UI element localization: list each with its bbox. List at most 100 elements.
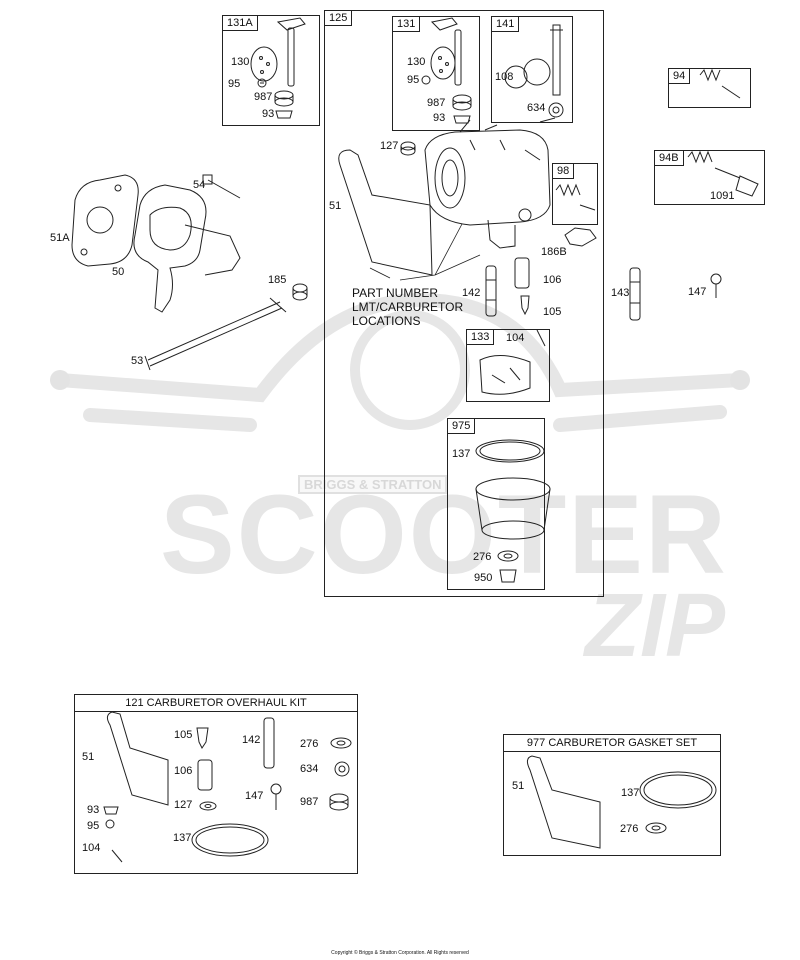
note-line-3: LOCATIONS [352,314,421,328]
kit121-pin-104 [111,849,123,863]
group-tag-94: 94 [668,68,691,84]
kit121-washer-276 [330,737,352,749]
throttle-shaft-131 [430,17,462,86]
plug-185 [292,283,308,301]
seal-987-a [274,90,294,107]
intake-manifold-50 [133,184,241,313]
label-95-b: 95 [407,74,420,86]
kit121-label-127: 127 [174,799,193,811]
part-number-note: PART NUMBER LMT/CARBURETOR LOCATIONS [352,286,463,328]
kit121-pin-106 [197,759,213,791]
washer-276 [497,550,519,562]
fitting-186B [564,227,597,247]
kit121-label-142: 142 [242,734,261,746]
group-box-98: 98 [552,163,598,225]
label-53: 53 [131,355,144,367]
label-185: 185 [268,274,287,286]
spring-screw-94B [687,150,759,197]
label-50: 50 [112,266,125,278]
bowl-nut-950 [499,569,517,583]
screw-93-a [275,110,293,119]
kit121-label-987: 987 [300,796,319,808]
group-tag-131: 131 [392,16,421,32]
kit977-box: 977 CARBURETOR GASKET SET [503,734,721,856]
note-line-1: PART NUMBER [352,286,439,300]
kit121-title: 121 CARBURETOR OVERHAUL KIT [75,695,357,712]
kit977-washer-276 [645,822,667,834]
group-box-141: 141 [491,16,573,123]
kit121-box: 121 CARBURETOR OVERHAUL KIT [74,694,358,874]
watermark-dot-right [730,370,750,390]
stud-53 [144,297,287,371]
spring-screw-94 [699,68,741,99]
kit121-seal-987 [329,793,349,811]
group-box-131A: 131A [222,15,320,126]
gasket-51A [71,174,139,267]
kit977-gasket-137 [639,771,717,809]
kit121-screw-147 [270,783,282,810]
label-1091: 1091 [710,190,735,202]
kit121-screw-93 [103,806,119,815]
kit121-label-93: 93 [87,804,100,816]
screw-54 [202,174,241,199]
label-108: 108 [495,71,514,83]
group-tag-141: 141 [491,16,520,32]
kit121-label-51: 51 [82,751,95,763]
kit977-label-51: 51 [512,780,525,792]
float-pin-106 [514,257,530,289]
label-143: 143 [611,287,630,299]
label-51: 51 [329,200,342,212]
kit121-label-106: 106 [174,765,193,777]
group-tag-975: 975 [447,418,476,434]
jet-143 [629,267,641,321]
group-tag-133: 133 [466,329,495,345]
kit121-label-105: 105 [174,729,193,741]
label-137: 137 [452,448,471,460]
label-987-a: 987 [254,91,273,103]
carburetor-body [424,119,551,249]
group-box-133: 133 [466,329,550,402]
kit121-needle-105 [196,727,209,749]
kit121-label-104: 104 [82,842,101,854]
group-tag-94B: 94B [654,150,684,166]
kit977-gasket-51 [526,755,601,849]
screw-147 [710,273,722,298]
label-95-a: 95 [228,78,241,90]
copyright-notice: Copyright © Briggs & Stratton Corporatio… [331,950,469,956]
bushing-127 [400,141,416,156]
kit977-title: 977 CARBURETOR GASKET SET [504,735,720,752]
kit121-screw-95 [105,819,115,829]
label-276: 276 [473,551,492,563]
kit977-label-276: 276 [620,823,639,835]
kit121-label-95: 95 [87,820,100,832]
pin-104 [536,329,546,347]
group-box-94: 94 [668,68,751,108]
group-box-125: 125 [324,10,604,597]
label-51A: 51A [50,232,70,244]
group-tag-131A: 131A [222,15,258,31]
kit121-label-276: 276 [300,738,319,750]
watermark-zip: ZIP [585,576,726,676]
screw-95-b [421,75,431,85]
label-634: 634 [527,102,546,114]
watermark-dot-left [50,370,70,390]
seal-987-b [452,94,472,111]
label-142: 142 [462,287,481,299]
leader-lines [369,223,481,281]
group-tag-125: 125 [324,10,353,26]
main-jet-142 [485,265,497,317]
kit121-label-634: 634 [300,763,319,775]
label-950: 950 [474,572,493,584]
group-box-94B: 94B [654,150,765,205]
kit977-label-137: 137 [621,787,640,799]
kit121-label-137: 137 [173,832,192,844]
kit121-jet-142 [263,717,275,769]
float-133 [479,355,531,395]
label-93-a: 93 [262,108,275,120]
group-box-131: 131 [392,16,480,131]
label-127: 127 [380,140,399,152]
spring-screw-98 [555,183,596,211]
label-186B: 186B [541,246,567,258]
group-box-975: 975 [447,418,545,590]
